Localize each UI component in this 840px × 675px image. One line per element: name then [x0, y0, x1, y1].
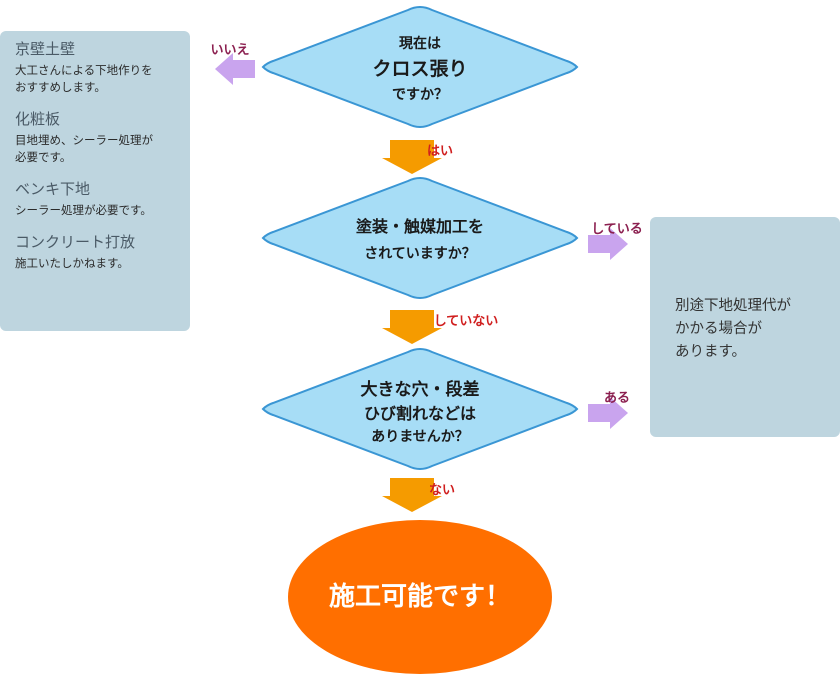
- arrow-label: ある: [604, 391, 630, 406]
- info-item-title: 化粧板: [15, 110, 61, 128]
- info-item-desc: 目地埋め、シーラー処理が必要です。: [15, 133, 153, 164]
- arrow-label: している: [591, 222, 643, 237]
- decision-text: 現在は: [399, 35, 441, 52]
- decision-text: ひび割れなどは: [364, 404, 476, 423]
- info-item: 京壁土壁大工さんによる下地作りをおすすめします。: [15, 39, 180, 96]
- info-item-desc: シーラー処理が必要です。: [15, 203, 152, 217]
- decision-text: ですか？: [392, 87, 448, 103]
- right-note-line: かかる場合が: [675, 321, 762, 337]
- right-note-line: 別途下地処理代が: [675, 298, 791, 314]
- arrow-label: いいえ: [210, 43, 249, 58]
- right-info-panel: 別途下地処理代が かかる場合が あります。: [650, 217, 840, 437]
- arrow-label: はい: [427, 144, 453, 159]
- info-item-title: ベンキ下地: [15, 180, 91, 198]
- result-label: 施工可能です！: [329, 581, 511, 612]
- info-item-title: 京壁土壁: [15, 40, 76, 58]
- down-arrow-yes: [382, 140, 442, 174]
- info-item: 化粧板目地埋め、シーラー処理が必要です。: [15, 109, 180, 166]
- right-arrow-yes: [588, 228, 628, 260]
- decision-text: ありませんか？: [371, 429, 469, 445]
- result-ellipse: [288, 520, 552, 674]
- left-arrow-no: [215, 53, 255, 85]
- left-info-panel: 京壁土壁大工さんによる下地作りをおすすめします。化粧板目地埋め、シーラー処理が必…: [0, 31, 190, 331]
- info-item-title: コンクリート打放: [15, 233, 136, 251]
- down-arrow-no: [382, 310, 442, 344]
- decision-text: クロス張り: [372, 58, 467, 80]
- decision-text: 塗装・触媒加工を: [356, 217, 484, 236]
- arrow-label: していない: [434, 314, 499, 329]
- arrow-label: ない: [429, 483, 455, 498]
- info-item-desc: 大工さんによる下地作りをおすすめします。: [15, 63, 153, 94]
- info-item: ベンキ下地シーラー処理が必要です。: [15, 179, 180, 219]
- down-arrow-no: [382, 478, 442, 512]
- info-item: コンクリート打放施工いたしかねます。: [15, 232, 180, 272]
- decision-text: されていますか？: [364, 246, 476, 262]
- decision-diamond: [261, 348, 579, 470]
- decision-diamond: [261, 177, 579, 299]
- right-note: 別途下地処理代が かかる場合が あります。: [675, 295, 832, 364]
- decision-text: 大きな穴・段差: [361, 379, 480, 400]
- info-item-desc: 施工いたしかねます。: [15, 256, 129, 270]
- right-note-line: あります。: [675, 344, 747, 360]
- right-arrow-yes: [588, 397, 628, 429]
- decision-diamond: [261, 6, 579, 128]
